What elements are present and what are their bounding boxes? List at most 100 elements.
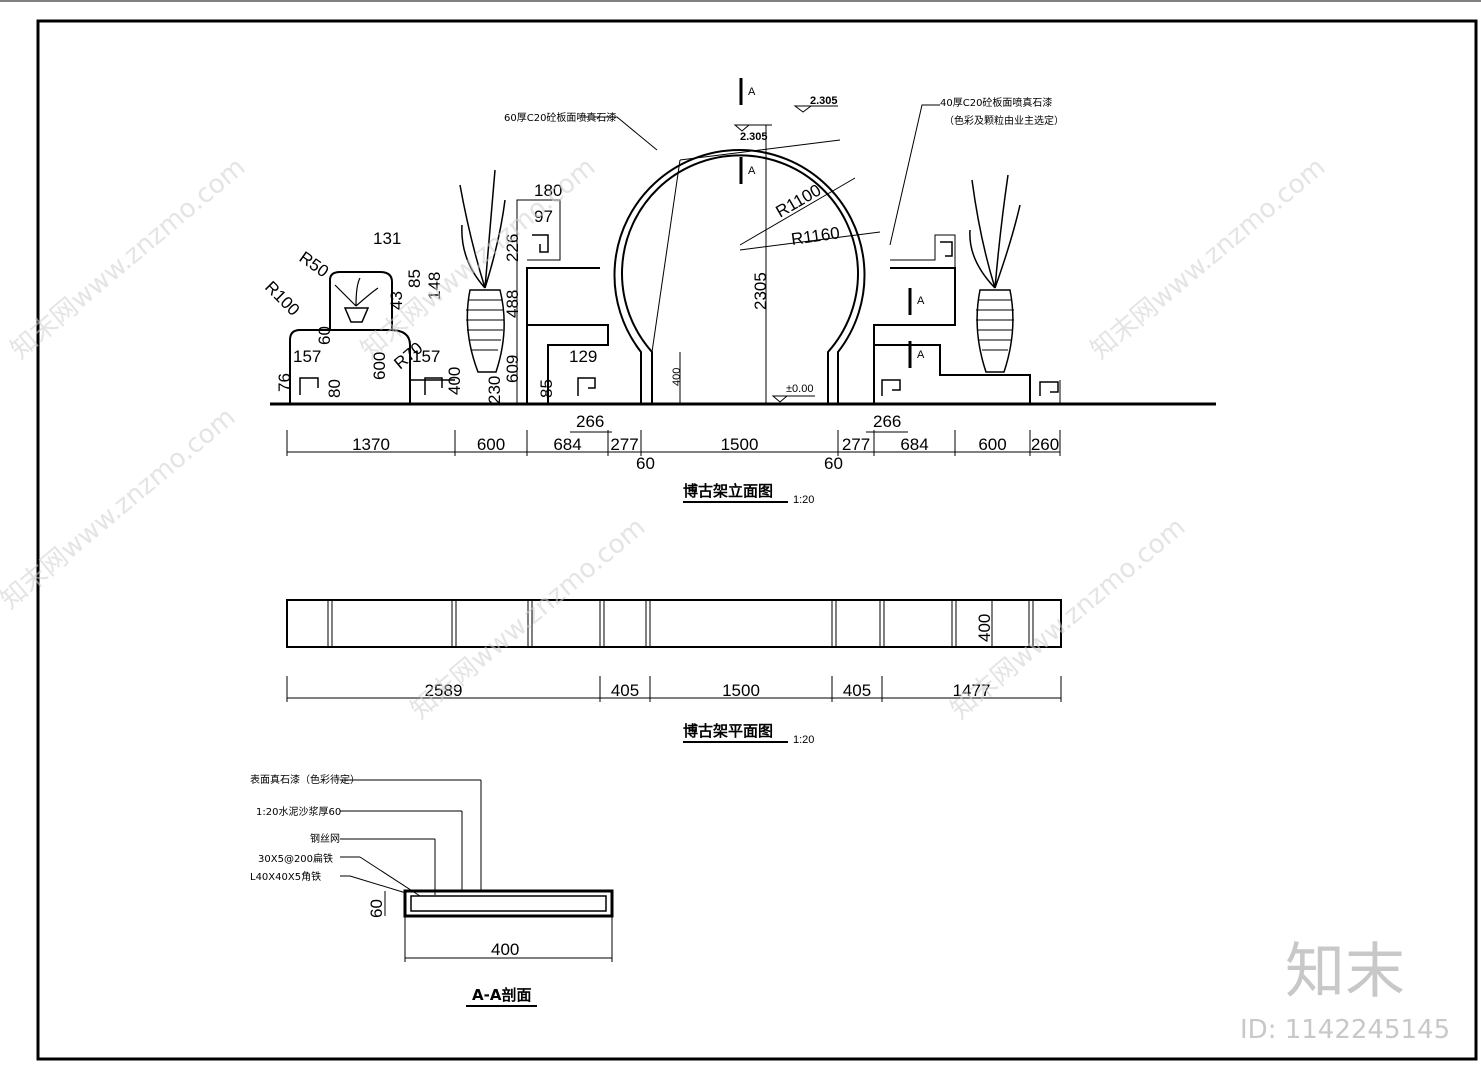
left-cabinet [289,329,411,404]
dim-label: 266 [873,412,901,431]
layer-label: L40X40X5角铁 [250,870,321,883]
right-shelf [873,267,1031,404]
layer-leader [349,875,407,894]
section-view: 表面真石漆（色彩待定） 1:20水泥沙浆厚60 钢丝网 30X5@200扁铁 L… [250,773,614,1007]
plan-dividers [327,600,1034,647]
plan-outline [286,599,1062,648]
plan-title: 博古架平面图 [683,722,773,740]
dim-label: 1477 [953,681,991,700]
layer-label: 30X5@200扁铁 [258,852,333,865]
dim-label: 226 [503,234,522,262]
radius-leader [651,159,681,353]
dim-label: 148 [425,272,444,300]
layer-label: 表面真石漆（色彩待定） [250,773,360,786]
dim-label: 684 [553,435,581,454]
section-mark-label: A [917,349,925,361]
dim-label: 266 [576,412,604,431]
level-ground-label: ±0.00 [786,383,813,395]
brand-logo-text: 知末 [1285,937,1405,1007]
moon-gate-inner [621,154,859,404]
section-mark-label: A [748,86,756,98]
watermark-text: 知末网www.znzmo.com [355,152,601,365]
section-marker: A [739,78,756,105]
dim-label: 129 [569,347,597,366]
elevation-scale: 1:20 [793,494,814,506]
dim-label: 157 [412,347,440,366]
watermark-layer: 知末网www.znzmo.com 知末网www.znzmo.com 知末网www… [0,152,1331,725]
section-title: A-A剖面 [472,986,531,1004]
section-mesh [410,895,607,912]
note-right-finish: 40厚C20砼板面喷真石漆 [940,96,1052,109]
right-shelf-top [890,234,956,268]
section-mark-label: A [748,165,756,177]
dim-label: 230 [485,376,504,404]
dim-label: 1500 [722,681,760,700]
level-mark-icon [733,124,772,132]
section-thickness-label: 60 [367,899,386,918]
section-marker: A [908,341,925,368]
section-mark-label: A [917,295,925,307]
dim-label: 277 [842,435,870,454]
radius-r1160-label: R1160 [790,223,841,249]
note-leader [616,116,658,151]
radius-r1100-label: R1100 [773,181,825,222]
left-shelf [526,267,609,404]
dim-label: 600 [370,352,389,380]
fret-ornament [299,377,319,395]
fret-ornament [424,377,443,395]
dim-label: 684 [900,435,928,454]
left-shelf-top [516,199,561,404]
radius-r100-label: R100 [261,277,303,319]
dim-label: 43 [387,291,406,310]
image-id-label: ID: 1142245145 [1240,1015,1450,1045]
left-cabinet-upper [329,271,393,330]
watermark-text: 知末网www.znzmo.com [0,402,241,615]
watermark-text: 知末网www.znzmo.com [1085,152,1331,365]
section-marker: A [908,288,925,315]
dim-label: 97 [534,207,553,226]
dim-label: 60 [824,454,843,473]
dim-label: 1370 [352,435,390,454]
plan-depth-label: 400 [975,614,994,642]
height-400-label: 400 [671,368,683,386]
fret-ornament [940,241,953,257]
radius-r50-label: R50 [296,248,332,281]
vase-left-icon [459,169,506,373]
layer-leader [359,856,421,897]
layer-label: 1:20水泥沙浆厚60 [256,805,341,818]
level-top-label: 2.305 [810,95,838,107]
fret-ornament [881,379,901,396]
note-leader [889,104,940,246]
section-width-label: 400 [491,940,519,959]
radius-r1100-line [739,177,856,246]
dim-label: 277 [610,435,638,454]
watermark-text: 知末网www.znzmo.com [5,152,251,365]
layer-label: 钢丝网 [310,832,340,845]
moon-gate-outer [613,149,866,404]
dim-label: 60 [315,326,334,345]
dim-label: 405 [611,681,639,700]
level-mark-icon [771,395,815,403]
note-right-finish-sub: （色彩及颗粒由业主选定） [944,114,1064,127]
level-mark-icon [793,105,838,113]
fret-ornament [577,377,596,396]
section-marker: A [739,157,756,184]
radius-r1160-line [739,231,881,251]
plan-scale: 1:20 [793,734,814,746]
section-slab [403,889,614,918]
small-plant-icon [334,277,379,323]
fret-ornament [532,234,549,253]
note-left-finish: 60厚C20砼板面喷真石漆 [504,111,616,124]
vase-right-icon [969,174,1021,373]
dim-label: 2589 [425,681,463,700]
fret-ornament [1039,381,1059,396]
dim-label: 131 [373,229,401,248]
dim-label: 609 [503,355,522,383]
dim-label: 85 [537,379,556,398]
radius-leader [679,139,841,161]
dim-label: 80 [325,379,344,398]
